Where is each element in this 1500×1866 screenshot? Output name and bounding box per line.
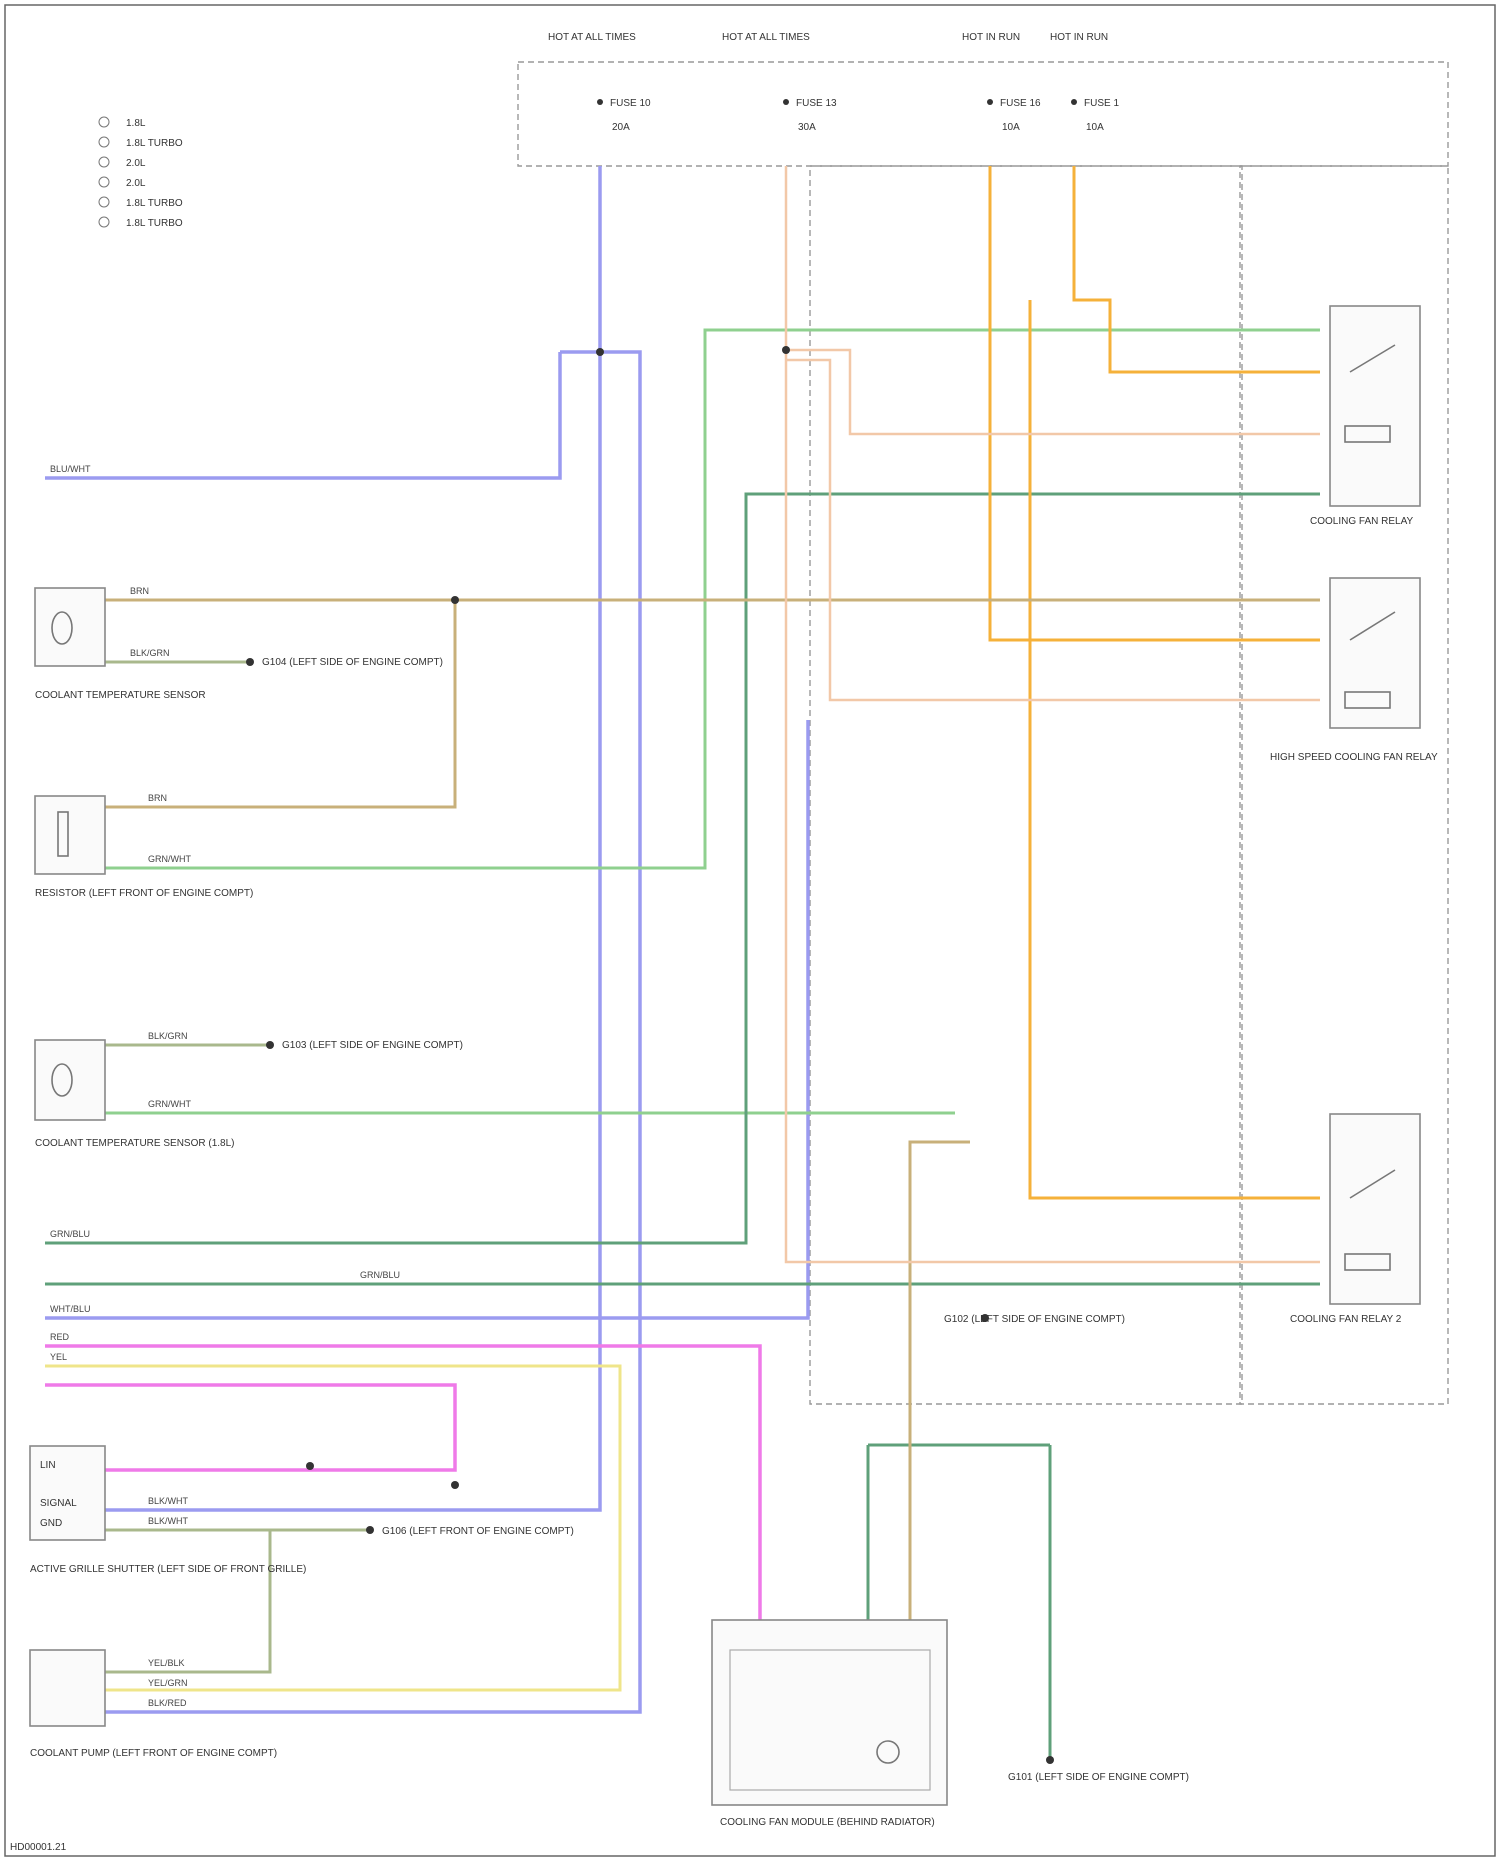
shutter-pin-signal: SIGNAL [40, 1498, 77, 1509]
ground-2-label: G103 (LEFT SIDE OF ENGINE COMPT) [282, 1040, 463, 1051]
relay-2-label: HIGH SPEED COOLING FAN RELAY [1270, 752, 1438, 763]
wire-label-17: BLK/RED [148, 1698, 187, 1708]
orange-wires [990, 166, 1320, 1198]
shutter-pin-lin: LIN [40, 1460, 56, 1471]
wire-label-3: BLK/GRN [130, 648, 170, 658]
wire-label-4: BRN [148, 793, 167, 803]
ground-4-label: G102 (LEFT SIDE OF ENGINE COMPT) [944, 1314, 1125, 1325]
wire-label-13: BLK/WHT [148, 1496, 189, 1506]
wire-label-7: GRN/WHT [148, 1099, 191, 1109]
resistor: RESISTOR (LEFT FRONT OF ENGINE COMPT) [35, 796, 253, 899]
ground-3-label: G106 (LEFT FRONT OF ENGINE COMPT) [382, 1526, 574, 1537]
fuse-2-amps: 30A [798, 122, 816, 133]
wire-label-5: GRN/WHT [148, 854, 191, 864]
resistor-label: RESISTOR (LEFT FRONT OF ENGINE COMPT) [35, 888, 253, 899]
fuse-4: FUSE 1 10A [1071, 98, 1119, 133]
wire-label-11: RED [50, 1332, 70, 1342]
fuse-header-3: HOT IN RUN [962, 32, 1020, 43]
sensor-1-label: COOLANT TEMPERATURE SENSOR [35, 690, 206, 701]
fuse-4-name: FUSE 1 [1084, 98, 1119, 109]
pink-wires [45, 1346, 760, 1620]
legend-item-1: 1.8L [126, 118, 146, 129]
fuse-1-name: FUSE 10 [610, 98, 651, 109]
fuse-1-amps: 20A [612, 122, 630, 133]
ground-5-label: G101 (LEFT SIDE OF ENGINE COMPT) [1008, 1772, 1189, 1783]
blue-wires [45, 166, 808, 1712]
fuse-3-name: FUSE 16 [1000, 98, 1041, 109]
legend-item-5: 1.8L TURBO [126, 198, 183, 209]
coolant-temperature-sensor-2: COOLANT TEMPERATURE SENSOR (1.8L) [35, 1040, 235, 1149]
fan-module-label: COOLING FAN MODULE (BEHIND RADIATOR) [720, 1817, 935, 1828]
cooling-fan-relay-2: HIGH SPEED COOLING FAN RELAY [1270, 578, 1438, 763]
fuse-panel-box [518, 62, 1448, 166]
wire-label-2: BRN [130, 586, 149, 596]
splice-points [246, 346, 1054, 1764]
olive-wires [105, 662, 370, 1672]
relay-inner-box [810, 166, 1242, 1404]
coolant-temperature-sensor-1: COOLANT TEMPERATURE SENSOR [35, 588, 206, 701]
relay-3-label: COOLING FAN RELAY 2 [1290, 1314, 1402, 1325]
fuse-2: FUSE 13 30A [783, 98, 837, 133]
wire-label-15: YEL/BLK [148, 1658, 185, 1668]
legend: 1.8L 1.8L TURBO 2.0L 2.0L 1.8L TURBO 1.8… [99, 117, 183, 229]
wire-label-1: BLU/WHT [50, 464, 91, 474]
relay-1-label: COOLING FAN RELAY [1310, 516, 1414, 527]
wire-label-8: GRN/BLU [50, 1229, 90, 1239]
sensor-2-label: COOLANT TEMPERATURE SENSOR (1.8L) [35, 1138, 235, 1149]
pump-label: COOLANT PUMP (LEFT FRONT OF ENGINE COMPT… [30, 1748, 277, 1759]
wire-label-14: BLK/WHT [148, 1516, 189, 1526]
legend-item-2: 1.8L TURBO [126, 138, 183, 149]
fuse-3-amps: 10A [1002, 122, 1020, 133]
wire-label-10: WHT/BLU [50, 1304, 91, 1314]
fuse-3: FUSE 16 10A [987, 98, 1041, 133]
shutter-label: ACTIVE GRILLE SHUTTER (LEFT SIDE OF FRON… [30, 1564, 306, 1575]
fuse-2-name: FUSE 13 [796, 98, 837, 109]
wire-label-12: YEL [50, 1352, 67, 1362]
ground-1-label: G104 (LEFT SIDE OF ENGINE COMPT) [262, 657, 443, 668]
legend-item-4: 2.0L [126, 178, 146, 189]
green-wires [100, 330, 1320, 1113]
wire-label-16: YEL/GRN [148, 1678, 188, 1688]
fuse-header-1: HOT AT ALL TIMES [548, 32, 636, 43]
cooling-fan-relay-3: COOLING FAN RELAY 2 [1290, 1114, 1420, 1325]
page-frame [5, 5, 1495, 1856]
legend-item-6: 1.8L TURBO [126, 218, 183, 229]
legend-item-3: 2.0L [126, 158, 146, 169]
wire-label-9: GRN/BLU [360, 1270, 400, 1280]
fuse-header-2: HOT AT ALL TIMES [722, 32, 810, 43]
fuse-1: FUSE 10 20A [597, 98, 651, 133]
wire-label-6: BLK/GRN [148, 1031, 188, 1041]
shutter-pin-gnd: GND [40, 1518, 62, 1529]
fuse-header-4: HOT IN RUN [1050, 32, 1108, 43]
cooling-fan-module: COOLING FAN MODULE (BEHIND RADIATOR) [712, 1620, 947, 1828]
cooling-fan-relay-1: COOLING FAN RELAY [1310, 306, 1420, 527]
fuse-4-amps: 10A [1086, 122, 1104, 133]
tan-wires [100, 600, 1320, 1620]
footer-code: HD00001.21 [10, 1842, 67, 1853]
